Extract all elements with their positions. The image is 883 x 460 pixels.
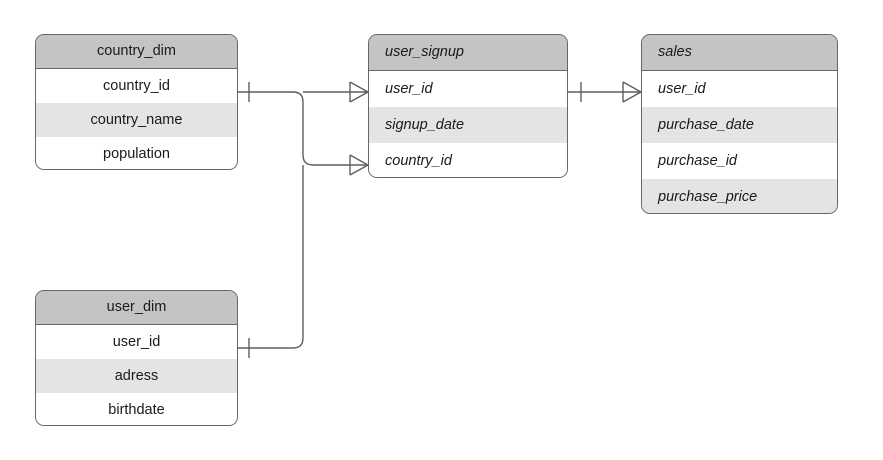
crowfoot-user-signup-country-id (349, 154, 369, 176)
connector-user-dim-to-user-signup (238, 165, 304, 349)
field-user-dim-adress: adress (36, 359, 237, 393)
entity-title-user-dim: user_dim (36, 291, 237, 325)
field-sales-purchase-date: purchase_date (642, 107, 837, 143)
entity-title-sales: sales (642, 35, 837, 71)
entity-user-signup[interactable]: user_signup user_id signup_date country_… (368, 34, 568, 178)
field-country-dim-country-id: country_id (36, 69, 237, 103)
field-country-dim-country-name: country_name (36, 103, 237, 137)
field-country-dim-population: population (36, 137, 237, 169)
crowfoot-sales-user-id (622, 81, 642, 103)
field-user-dim-user-id: user_id (36, 325, 237, 359)
entity-title-user-signup: user_signup (369, 35, 567, 71)
entity-sales[interactable]: sales user_id purchase_date purchase_id … (641, 34, 838, 214)
field-user-signup-signup-date: signup_date (369, 107, 567, 143)
field-sales-user-id: user_id (642, 71, 837, 107)
field-user-signup-user-id: user_id (369, 71, 567, 107)
entity-country-dim[interactable]: country_dim country_id country_name popu… (35, 34, 238, 170)
entity-title-country-dim: country_dim (36, 35, 237, 69)
field-sales-purchase-id: purchase_id (642, 143, 837, 179)
field-user-signup-country-id: country_id (369, 143, 567, 177)
field-sales-purchase-price: purchase_price (642, 179, 837, 213)
entity-user-dim[interactable]: user_dim user_id adress birthdate (35, 290, 238, 426)
crowfoot-user-signup-user-id (349, 81, 369, 103)
field-user-dim-birthdate: birthdate (36, 393, 237, 425)
connector-country-dim-to-user-signup-upper (238, 91, 368, 166)
